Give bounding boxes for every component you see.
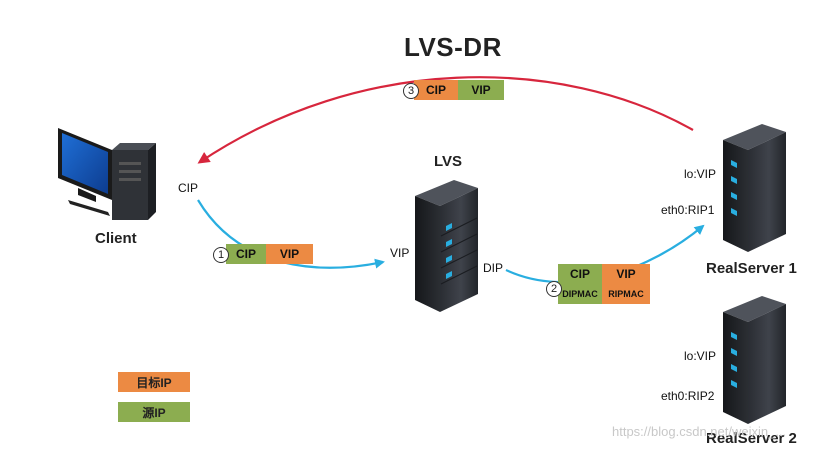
step-1-badge: 1	[213, 247, 229, 263]
rs1-eth-label: eth0:RIP1	[661, 203, 715, 217]
packet-3-dst: VIP	[458, 80, 504, 100]
packet-2: CIP VIP DIPMAC RIPMAC	[558, 264, 650, 304]
client-ip-label: CIP	[178, 181, 199, 195]
lvs-vip-label: VIP	[390, 246, 410, 260]
rs1-label: RealServer 1	[706, 260, 797, 277]
realserver1-icon	[723, 124, 786, 252]
packet-2-src-mac: DIPMAC	[558, 284, 602, 304]
diagram-title: LVS-DR	[404, 32, 502, 62]
packet-3-src: CIP	[414, 80, 458, 100]
packet-2-dst: VIP	[602, 264, 650, 284]
step-3-badge: 3	[403, 83, 419, 99]
packet-2-dst-mac: RIPMAC	[602, 284, 650, 304]
rs2-lo-label: lo:VIP	[684, 349, 717, 363]
realserver2-icon	[723, 296, 786, 424]
step-2-badge: 2	[546, 281, 562, 297]
packet-1-src: CIP	[226, 244, 266, 264]
lvs-server-icon	[415, 180, 478, 312]
packet-2-src: CIP	[558, 264, 602, 284]
legend-target-ip: 目标IP	[118, 372, 190, 392]
legend-source-ip: 源IP	[118, 402, 190, 422]
rs2-label: RealServer 2	[706, 430, 797, 447]
client-label: Client	[95, 230, 137, 247]
lvs-label: LVS	[434, 153, 463, 170]
client-computer-icon	[58, 128, 156, 220]
packet-1: CIP VIP	[226, 244, 313, 264]
packet-1-dst: VIP	[266, 244, 313, 264]
rs1-lo-label: lo:VIP	[684, 167, 717, 181]
watermark: https://blog.csdn.net/weixin_...	[612, 424, 787, 439]
response-arrow	[197, 76, 694, 164]
rs2-eth-label: eth0:RIP2	[661, 389, 715, 403]
packet-3: CIP VIP	[414, 80, 504, 100]
lvs-dip-label: DIP	[483, 261, 504, 275]
